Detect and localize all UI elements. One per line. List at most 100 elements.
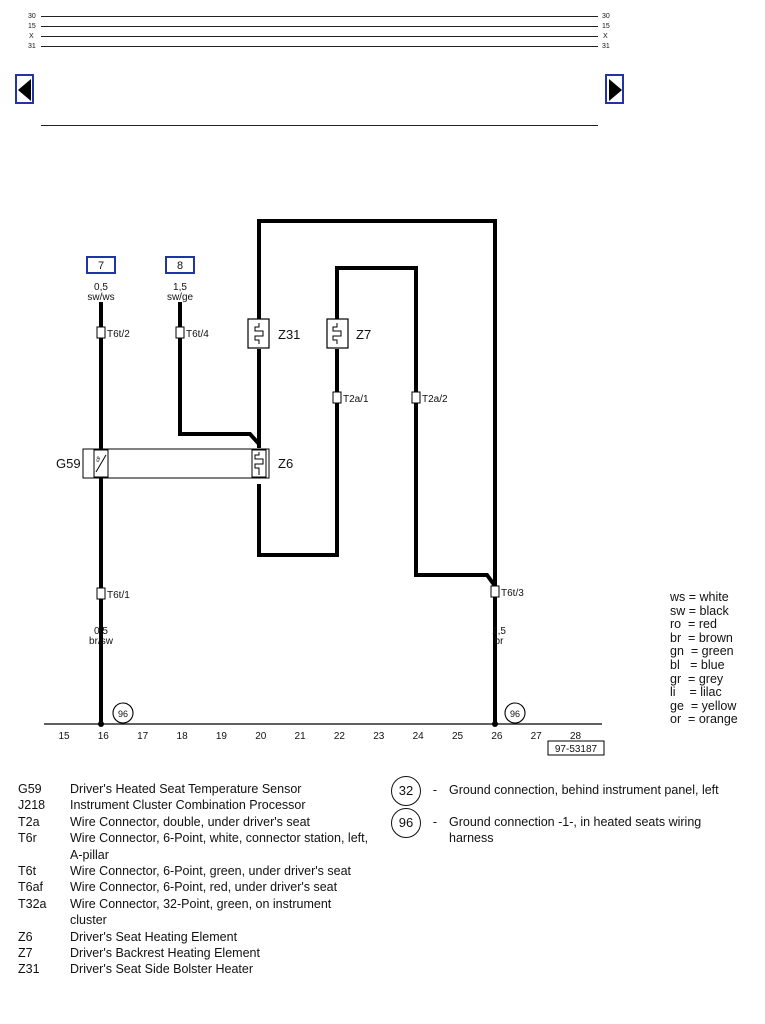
header-divider [41,125,598,126]
connector-t6t3: T6t/3 [490,585,524,599]
component-legend-row: Z6 Driver's Seat Heating Element [18,929,370,945]
seat-heating-assembly: ϑ G59 Z6 [56,448,293,479]
component-desc: Driver's Seat Heating Element [70,929,238,944]
heater-z31: Z31 [247,318,300,349]
track-number: 19 [216,731,228,742]
fuse-ref-7[interactable]: 7 [86,256,116,274]
bus-label-15-right: 15 [602,23,610,30]
connector-t6t4: T6t/4 [175,326,209,340]
bus-label-31-right: 31 [602,43,610,50]
ground-legend-row: 96 - Ground connection -1-, in heated se… [391,808,739,847]
color-legend-item: ws = white [670,590,729,604]
component-code: Z31 [18,962,40,977]
component-code: T32a [18,896,47,911]
wire-gauge-left-lower: 0,5 [94,626,108,637]
bus-line-31 [41,46,598,47]
ground-code-circle: 32 [391,776,421,806]
component-legend-row: T32a Wire Connector, 32-Point, green, on … [18,896,370,929]
track-number: 26 [491,731,503,742]
component-code: Z6 [18,929,33,944]
component-legend-row: Z31 Driver's Seat Side Bolster Heater [18,961,370,977]
color-legend-item: br = brown [670,630,733,645]
svg-text:T6t/2: T6t/2 [107,329,130,340]
wire-color-7: sw/ws [87,292,114,303]
component-code: T6t [18,864,37,879]
z6-element-symbol [254,452,264,475]
wire-gauge-right-lower: 1,5 [492,626,506,637]
wire-color-8: sw/ge [167,292,194,303]
fuse-ref-8[interactable]: 8 [165,256,195,274]
component-legend-row: T6af Wire Connector, 6-Point, red, under … [18,879,370,895]
ground-desc: Ground connection, behind instrument pan… [449,783,719,797]
wire-color-left-lower: br/sw [89,636,114,647]
ground-legend: 32 - Ground connection, behind instrumen… [391,776,739,849]
wire-fuse8-to-z6 [178,302,261,446]
svg-text:T2a/2: T2a/2 [422,394,448,405]
color-legend-item: or = orange [670,712,738,727]
track-number: 27 [531,731,543,742]
heater-z31-label: Z31 [278,327,300,342]
g59-sensor-symbol [95,454,107,473]
component-code: G59 [18,782,42,796]
svg-text:96: 96 [118,709,128,719]
track-number: 22 [334,731,346,742]
track-number: 18 [177,731,189,742]
track-number: 23 [373,731,385,742]
wire-gauge-7: 0,5 [94,282,108,293]
ground-junction-left [98,721,104,727]
svg-text:T6t/1: T6t/1 [107,590,130,601]
svg-text:T6t/3: T6t/3 [501,588,524,599]
track-number: 15 [58,731,70,742]
z6-label: Z6 [278,456,293,471]
component-desc: Driver's Backrest Heating Element [70,946,260,961]
component-desc: Wire Connector, 32-Point, green, on inst… [70,896,332,928]
color-legend-item: gn = green [670,644,734,659]
component-desc: Wire Connector, 6-Point, red, under driv… [70,880,338,895]
connector-t2a2: T2a/2 [411,391,448,405]
ground-legend-row: 32 - Ground connection, behind instrumen… [391,776,739,806]
next-page-button[interactable] [605,74,624,104]
track-number: 17 [137,731,149,742]
component-code: Z7 [18,946,33,961]
wire-color-legend: ws = white sw = black ro = red br = brow… [670,590,738,727]
component-desc: Wire Connector, double, under driver's s… [70,814,311,829]
wire-z31-loop [257,219,497,586]
wire-gauge-8: 1,5 [173,282,187,293]
component-legend-row: Z7 Driver's Backrest Heating Element [18,945,370,961]
component-code: T6af [18,880,44,895]
bus-line-15 [41,26,598,27]
ground-junction-right [492,721,498,727]
track-number: 16 [98,731,110,742]
track-number: 25 [452,731,464,742]
component-desc: Driver's Seat Side Bolster Heater [70,962,254,977]
ground-marker-96-left[interactable]: 96 [112,702,134,724]
connector-t6t2: T6t/2 [96,326,130,340]
wire-z7-loop [335,266,497,588]
color-legend-item: ro = red [670,617,717,632]
wiring-diagram: 7 8 0,5 sw/ws 1,5 sw/ge T6t/2 T6t/4 T2a/… [44,219,605,756]
wire-color-right-lower: br [495,636,505,647]
track-number: 21 [295,731,307,742]
triangle-left-icon [18,79,31,101]
triangle-right-icon [609,79,622,101]
ground-marker-96-right[interactable]: 96 [504,702,526,724]
bus-label-31-left: 31 [28,43,36,50]
heater-z7: Z7 [326,318,371,349]
wires [99,219,497,724]
svg-text:ϑ: ϑ [96,457,100,464]
color-legend-item: gr = grey [670,671,724,686]
bus-line-x [41,36,598,37]
svg-text:96: 96 [510,709,520,719]
previous-page-button[interactable] [15,74,34,104]
color-legend-item: li = lilac [670,685,722,700]
connector-t6t1: T6t/1 [96,587,130,601]
track-number: 28 [570,731,582,742]
wire-z6-to-z7 [257,349,339,557]
fuse-ref-8-number: 8 [177,260,183,272]
